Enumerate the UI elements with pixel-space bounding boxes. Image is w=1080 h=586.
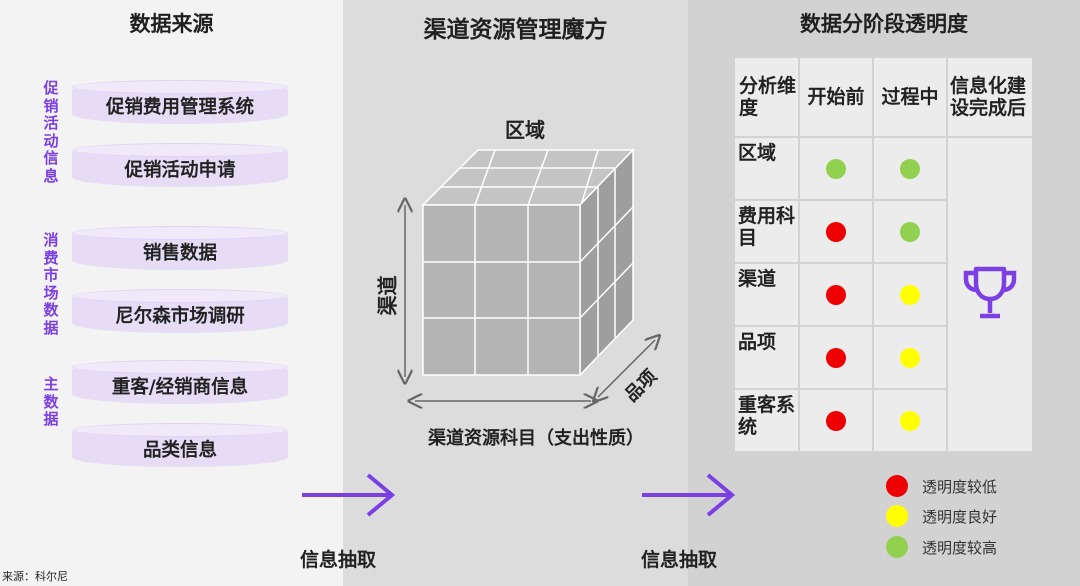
- trophy-icon: [963, 266, 1017, 318]
- extract-label-right: 信息抽取: [641, 549, 718, 571]
- resource-cube-diagram: [343, 148, 688, 586]
- cell-before: [800, 264, 872, 325]
- source-cylinder: 促销活动申请: [72, 143, 288, 187]
- cell-during: [874, 264, 946, 325]
- source-note: 来源：科尔尼: [2, 570, 68, 583]
- source-label: 品类信息: [142, 440, 217, 461]
- transparency-matrix: 分析维度 开始前 过程中 信息化建设完成后 区域 费用科目 渠道 品项: [733, 56, 1034, 453]
- cell-during: [874, 327, 946, 388]
- cell-during: [874, 201, 946, 262]
- source-label: 促销费用管理系统: [105, 97, 254, 118]
- row-dimension: 重客系统: [735, 390, 798, 451]
- cell-during: [874, 138, 946, 199]
- middle-title: 渠道资源管理魔方: [423, 17, 608, 43]
- source-cylinder: 重客/经销商信息: [72, 360, 288, 404]
- status-dot-green: [900, 158, 920, 179]
- source-label: 销售数据: [142, 243, 217, 264]
- depth-axis-arrow: [598, 340, 655, 397]
- axis-label-region: 区域: [505, 118, 545, 142]
- cell-after: [948, 138, 1032, 451]
- row-dimension: 渠道: [735, 264, 798, 325]
- right-title: 数据分阶段透明度: [800, 12, 968, 36]
- source-label: 促销活动申请: [124, 160, 236, 181]
- left-title: 数据来源: [129, 12, 214, 36]
- legend-dot-red: [886, 475, 908, 497]
- legend-label: 透明度较高: [922, 538, 998, 557]
- legend-label: 透明度较低: [922, 477, 998, 496]
- source-cylinder: 品类信息: [72, 423, 288, 467]
- header-before: 开始前: [800, 58, 872, 136]
- cell-before: [800, 327, 872, 388]
- row-dimension: 区域: [735, 138, 798, 199]
- cube-right-face: [579, 148, 634, 377]
- legend-item-low: 透明度较低: [886, 475, 997, 497]
- row-dimension: 品项: [735, 327, 798, 388]
- source-label: 尼尔森市场调研: [115, 306, 245, 327]
- source-cylinder: 尼尔森市场调研: [72, 289, 288, 333]
- group-label-market: 消费市场数据: [43, 231, 59, 337]
- header-during: 过程中: [874, 58, 946, 136]
- extract-label-left: 信息抽取: [300, 549, 377, 571]
- source-cylinder: 销售数据: [72, 226, 288, 270]
- legend-dot-yellow: [886, 505, 908, 527]
- legend-item-high: 透明度较高: [886, 536, 997, 558]
- status-dot-red: [826, 347, 846, 368]
- header-after: 信息化建设完成后: [948, 58, 1032, 136]
- arrow-right-icon: [302, 473, 396, 517]
- status-dot-green: [900, 221, 920, 242]
- group-label-master: 主数据: [43, 375, 59, 428]
- status-dot-red: [826, 221, 846, 242]
- legend-dot-green: [886, 536, 908, 558]
- cell-before: [800, 138, 872, 199]
- status-dot-green: [826, 158, 846, 179]
- axis-label-channel: 渠道: [375, 275, 400, 316]
- axis-label-subject: 渠道资源科目（支出性质）: [428, 428, 644, 449]
- cell-during: [874, 390, 946, 451]
- legend-label: 透明度良好: [922, 507, 998, 526]
- group-label-promo: 促销活动信息: [43, 79, 59, 185]
- status-dot-red: [826, 410, 846, 431]
- status-dot-yellow: [900, 347, 920, 368]
- legend-item-good: 透明度良好: [886, 505, 997, 527]
- arrow-right-icon: [642, 473, 736, 517]
- cell-before: [800, 201, 872, 262]
- status-dot-yellow: [900, 410, 920, 431]
- cell-before: [800, 390, 872, 451]
- row-dimension: 费用科目: [735, 201, 798, 262]
- status-dot-yellow: [900, 284, 920, 305]
- header-dimension: 分析维度: [735, 58, 798, 136]
- status-dot-red: [826, 284, 846, 305]
- cube-front-face: [422, 204, 581, 376]
- source-cylinder: 促销费用管理系统: [72, 80, 288, 124]
- source-label: 重客/经销商信息: [111, 377, 249, 398]
